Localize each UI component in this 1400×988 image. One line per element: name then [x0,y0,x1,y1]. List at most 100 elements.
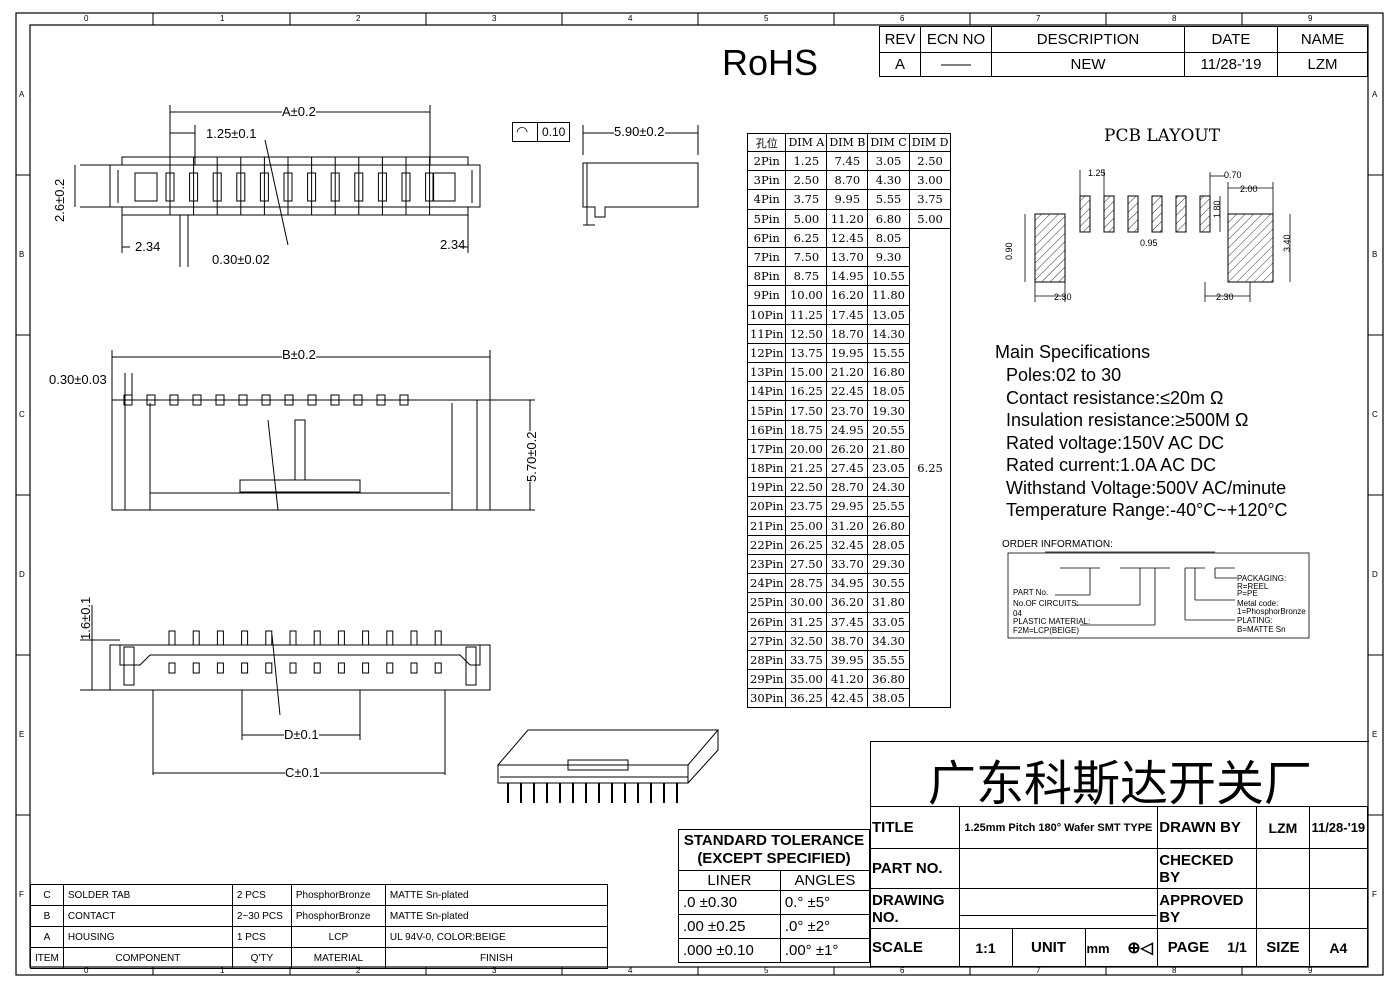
order-part-no: PART No. [1013,588,1049,597]
dim-table-cell: 18.75 [785,419,828,440]
page-value: 1/1 [1227,939,1247,955]
projection-symbol-icon: ⊕◁ [1127,939,1153,957]
row-letter: B [1372,250,1378,259]
pin [241,630,249,646]
bom-material: LCP [290,926,386,948]
tol-liner: .00 ±0.25 [678,914,781,939]
dim-table-cell: 6.25 [785,227,828,248]
dim-table-cell: 21Pin [746,515,787,536]
bom-component: HOUSING [62,926,233,948]
row-letter: D [1372,570,1378,579]
bom-finish: UL 94V-0, COLOR:BEIGE [384,926,609,948]
pin [386,630,394,646]
rev-value: A [879,52,921,77]
flatness-icon: ◠ [516,123,529,139]
row-letter: A [1372,90,1378,99]
dim-table-cell: 3Pin [746,170,787,191]
dim-table-cell: 7Pin [746,246,787,268]
dim-table-cell: 36.20 [826,592,869,613]
pin [216,630,224,646]
dim-table-cell: 26.80 [867,515,910,536]
dim-table-cell: 29.30 [867,553,910,575]
col-num: 5 [764,14,769,23]
bom-qty: 1 PCS [231,926,292,948]
dim-c-label: C±0.1 [285,765,320,780]
dim-table-cell: 25Pin [746,592,787,613]
dim-table-cell: 30.55 [867,573,910,594]
dim-table-cell: 18Pin [746,457,787,479]
bom-header-qty: Q'TY [231,947,292,969]
dim-table-cell: 19.30 [867,400,910,421]
dim-table-cell: 27.45 [826,457,869,479]
dim-table-cell: 4.30 [867,170,910,191]
dim-table-cell: 16.80 [867,362,910,383]
col-num: 2 [356,14,361,23]
bom-qty: 2 PCS [231,884,292,906]
edge-right-label: 2.34 [440,237,466,252]
dim-table-cell: 18.05 [867,381,910,402]
dim-table-header: DIM C [867,133,910,152]
order-material: PLASTIC MATERIAL: [1013,617,1091,626]
tol-liner: .000 ±0.10 [678,938,781,963]
col-num: 1 [220,14,225,23]
unit-value: mm [1086,940,1110,956]
specs-list: Poles:02 to 30 Contact resistance:≤20m Ω… [1006,364,1288,522]
dim-table-cell: 5.55 [867,189,910,210]
title-label: TITLE [870,806,960,849]
dim-table-cell: 15Pin [746,400,787,421]
dim-table-cell: 42.45 [826,688,869,709]
size-value: A4 [1308,928,1369,967]
bom-header-component: COMPONENT [62,947,233,969]
tolerance-subtitle: (EXCEPT SPECIFIED) [697,850,851,867]
pcb-tab-w: 2.00 [1240,184,1258,194]
pin [362,630,370,646]
row-letter: F [19,890,24,899]
spec-line: Poles:02 to 30 [1006,365,1122,385]
dim-table-cell: 8Pin [746,266,787,287]
pin [410,630,418,646]
bom-item: C [30,884,64,906]
dim-table-cell: 11.25 [785,304,828,325]
scale-value: 1:1 [958,928,1013,967]
pin-foot [362,662,370,674]
dim-table-cell: 32.50 [785,630,828,651]
dim-table-cell: 24.95 [826,419,869,440]
col-num: 4 [628,966,633,975]
dim-table-cell: 39.95 [826,649,869,671]
dim-table-cell: 36.25 [785,688,828,709]
dim-table-cell: 3.75 [785,189,828,210]
description-value: NEW [991,52,1185,77]
dim-table-cell: 5Pin [746,208,787,229]
bom-header-material: MATERIAL [290,947,386,969]
dim-table-cell: 14.30 [867,323,910,344]
unit-label: UNIT [1031,939,1066,956]
pin [434,630,442,646]
name-value: LZM [1277,52,1368,77]
col-num: 2 [356,966,361,975]
pin [192,394,202,406]
col-num: 6 [900,966,905,975]
pcb-pad-h: 1.80 [1212,200,1222,218]
dim-table-cell: 29.95 [826,496,869,517]
order-plating-val: B=MATTE Sn [1237,625,1286,634]
dim-table-cell: 37.45 [826,611,869,632]
pcb-pad-w: 0.70 [1224,170,1242,180]
pin [337,630,345,646]
dim-table-header: 孔位 [746,133,787,152]
bottom-view-drawing [80,605,491,775]
bom-component: SOLDER TAB [62,884,233,906]
dim-table-cell: 7.50 [785,246,828,268]
dim-table-cell: 31.20 [826,515,869,536]
dim-table-cell: 16.25 [785,381,828,402]
